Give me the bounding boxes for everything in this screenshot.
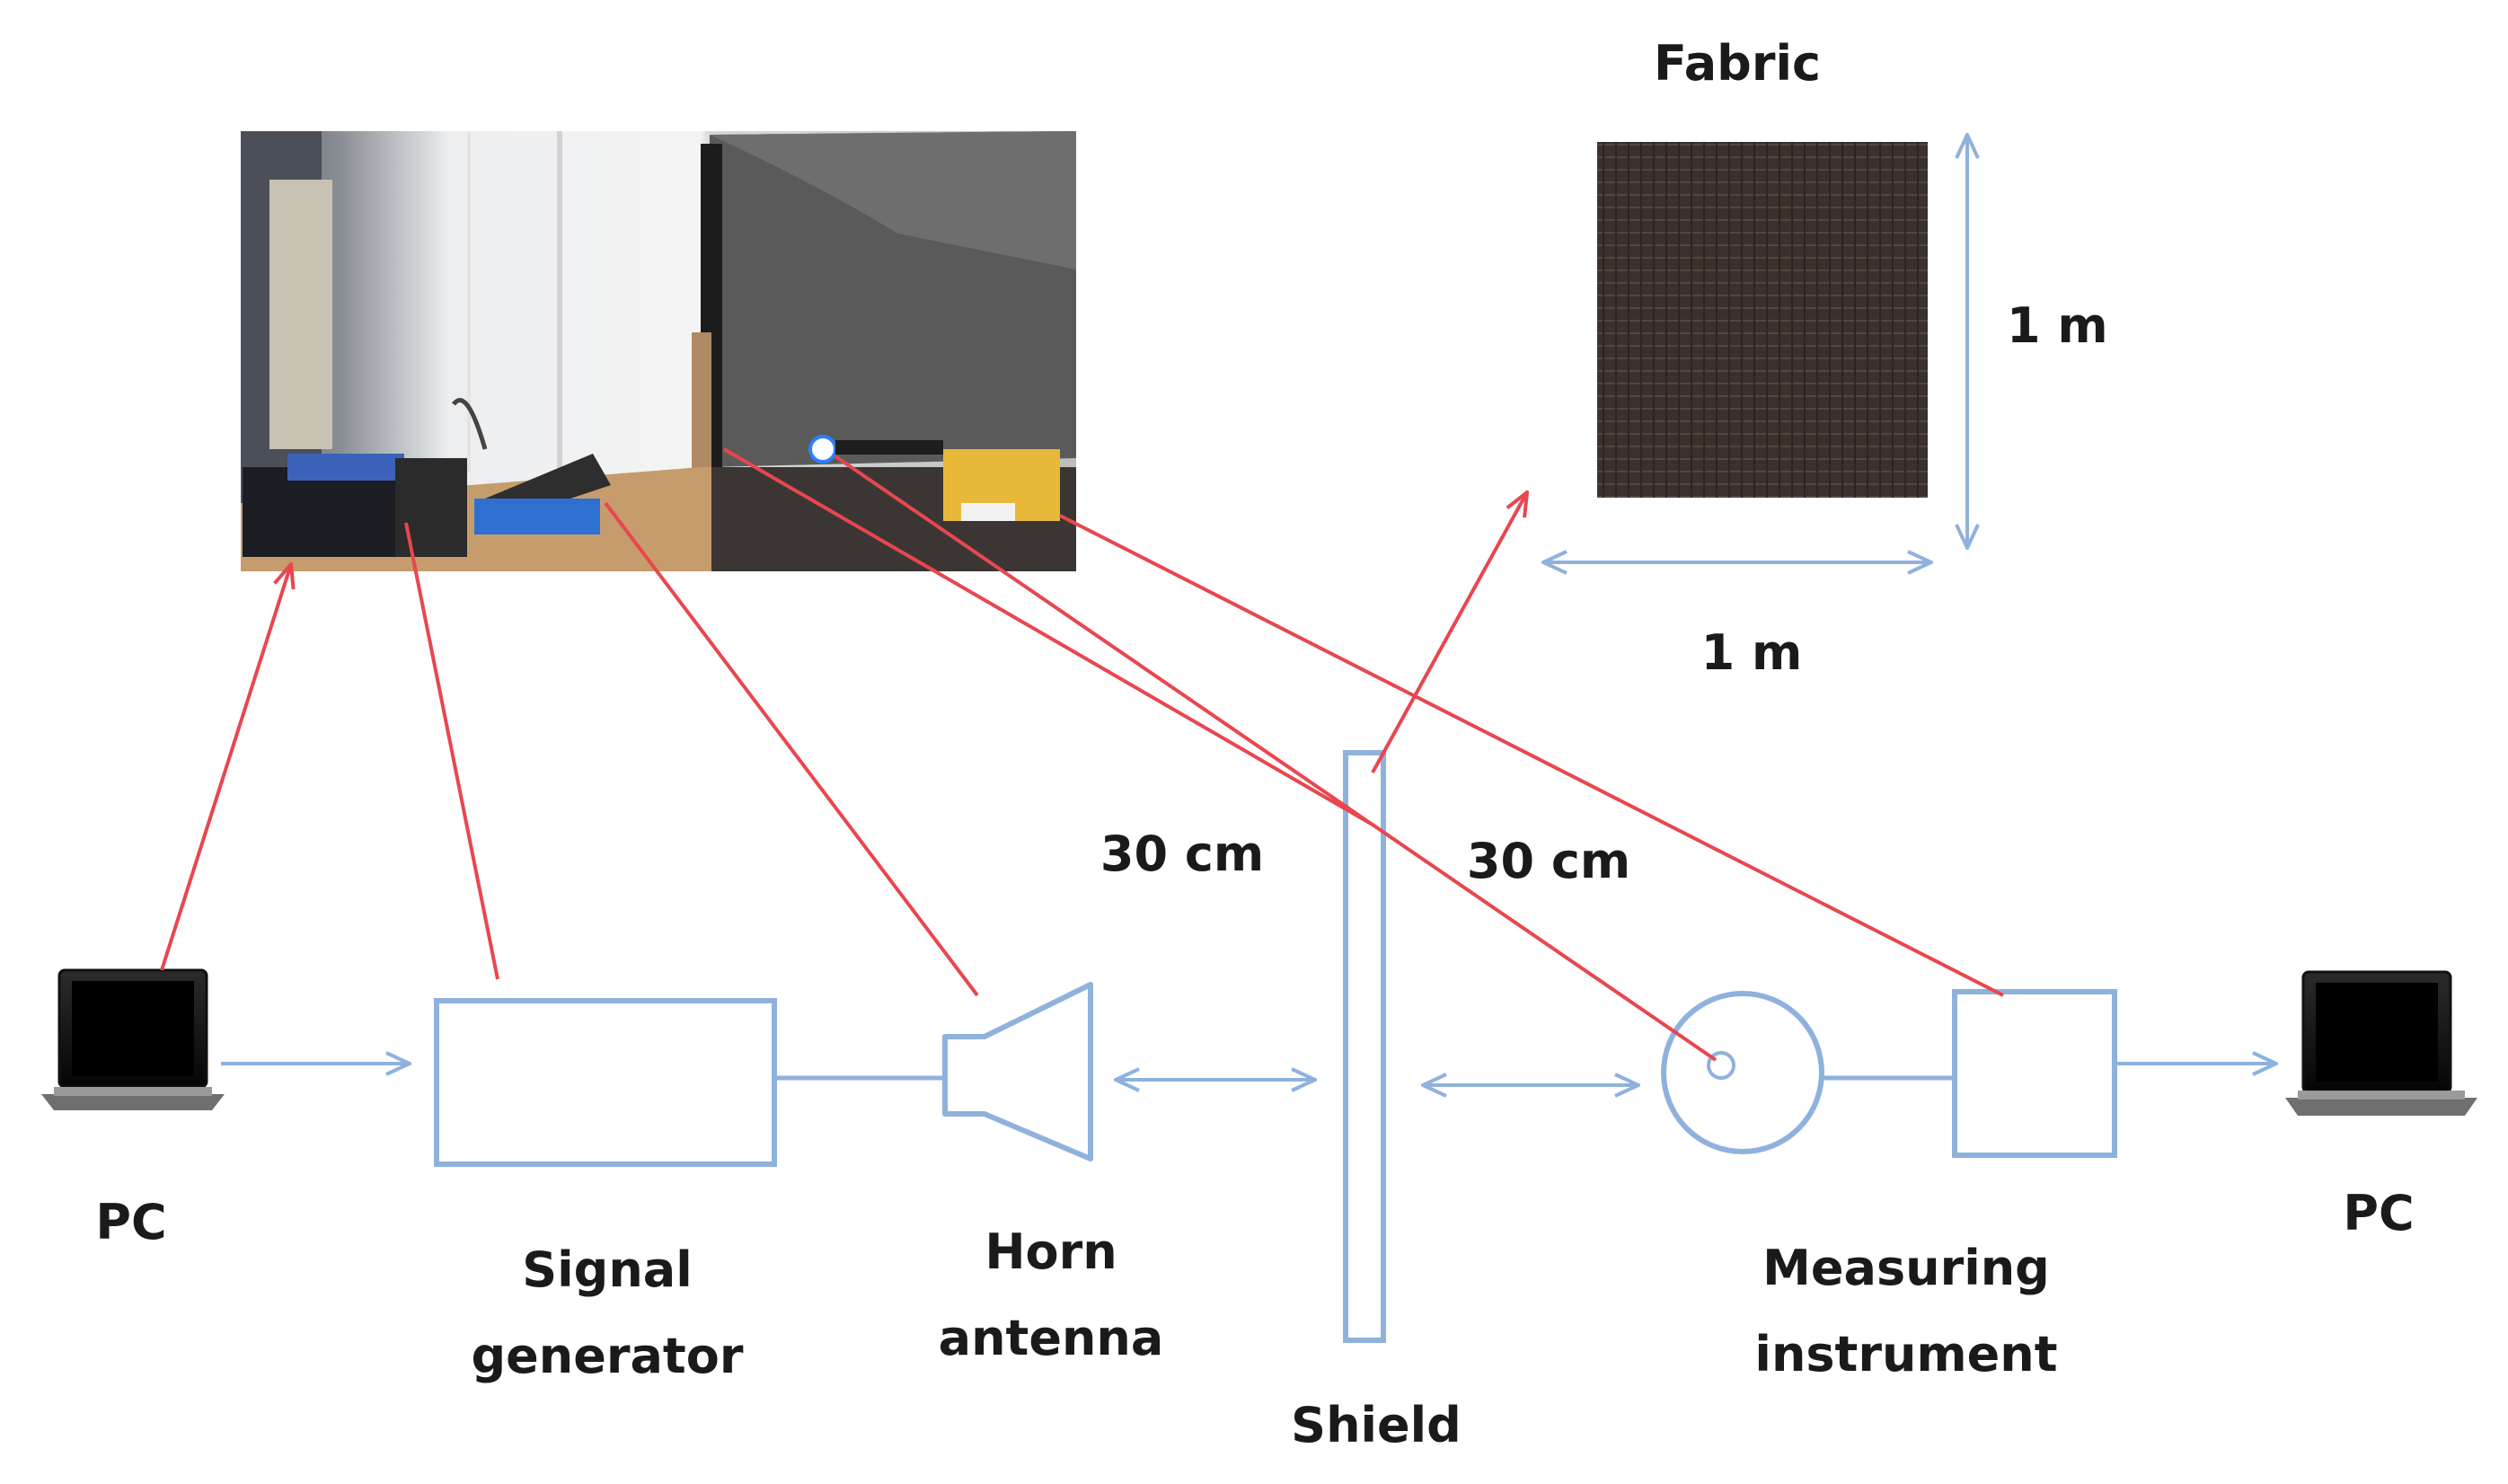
pc-left-label: PC	[95, 1194, 167, 1250]
pc-right-label: PC	[2343, 1185, 2415, 1241]
pointer-shield-fabric	[1371, 492, 1527, 773]
distance-left-label: 30 cm	[1099, 826, 1265, 882]
measuring-instrument-box	[1952, 989, 2117, 1158]
fabric-sample-photo	[1597, 142, 1928, 498]
signal-generator-box	[434, 998, 777, 1167]
horn-antenna-label: Horn antenna	[939, 1209, 1164, 1382]
horn-antenna-label-line2: antenna	[938, 1310, 1164, 1366]
pointer-shield-photo	[722, 447, 1374, 826]
pointer-pc	[160, 564, 291, 971]
pointer-lines	[160, 447, 2004, 1062]
horn-antenna-label-line1: Horn	[985, 1223, 1117, 1280]
pointer-probe	[834, 455, 1718, 1062]
horn-antenna-shape	[942, 982, 1093, 1162]
fabric-width-label: 1 m	[1700, 624, 1803, 681]
lab-setup-photo	[241, 131, 1076, 571]
pointer-instrument	[1059, 514, 2004, 997]
distance-right-label: 30 cm	[1466, 833, 1631, 889]
pointer-generator	[404, 522, 499, 980]
signal-generator-label: Signal generator	[472, 1227, 744, 1400]
measuring-instrument-label: Measuring instrument	[1754, 1225, 2057, 1398]
signal-generator-label-line1: Signal	[522, 1241, 693, 1298]
fabric-height-label: 1 m	[2007, 297, 2108, 354]
shield-label: Shield	[1291, 1397, 1462, 1453]
measuring-instrument-label-line1: Measuring	[1762, 1240, 2050, 1296]
measuring-instrument-label-line2: instrument	[1754, 1326, 2058, 1382]
probe-center-dot	[1707, 1051, 1735, 1080]
measuring-probe-circle	[1661, 991, 1824, 1154]
signal-generator-label-line2: generator	[471, 1328, 744, 1384]
fabric-label: Fabric	[1654, 35, 1821, 92]
shield-plate	[1343, 750, 1386, 1343]
laptop-icon	[41, 968, 225, 1110]
pointer-horn	[604, 501, 979, 997]
laptop-icon	[2285, 970, 2477, 1116]
